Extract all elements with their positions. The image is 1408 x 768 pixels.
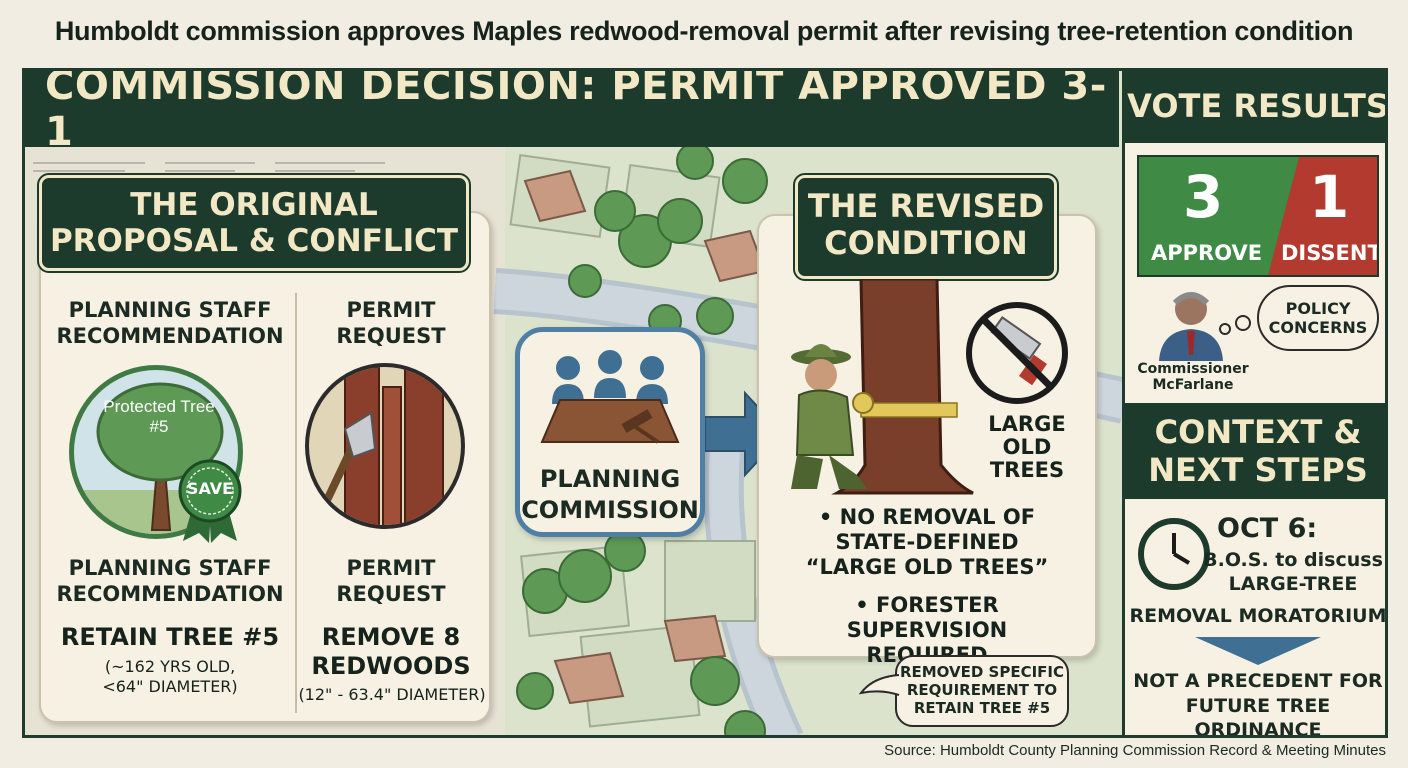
infographic-frame: COMMISSION DECISION: PERMIT APPROVED 3-1…	[22, 68, 1388, 738]
protected-tree-badge-text: Protected Tree #5	[103, 397, 215, 437]
next-step-line1: B.O.S. to discuss	[1203, 549, 1383, 571]
revised-heading-line2: CONDITION	[824, 223, 1028, 262]
commissioner-avatar-icon	[1159, 292, 1223, 361]
context-next-steps-heading: CONTEXT & NEXT STEPS	[1125, 403, 1385, 499]
staff-column-title: PLANNING STAFF RECOMMENDATION	[56, 298, 284, 349]
permit-detail: (12" - 63.4" DIAMETER)	[298, 685, 486, 704]
clock-icon	[1138, 518, 1210, 590]
next-step-line2: LARGE-TREE	[1228, 572, 1358, 595]
permit-column-title: PERMIT REQUEST	[336, 298, 446, 349]
ribbon-seal-icon	[178, 459, 242, 543]
original-heading-line1: THE ORIGINAL	[130, 187, 378, 223]
commissioner-line1: Commissioner	[1137, 361, 1249, 377]
large-old-trees-label: LARGE OLD TREES	[985, 412, 1069, 483]
large-old-trees-line2: OLD	[1002, 435, 1052, 460]
precedent-line1: NOT A PRECEDENT FOR	[1133, 670, 1383, 692]
staff-detail-line2: <64" DIAMETER)	[102, 677, 238, 696]
commission-label-line2: COMMISSION	[521, 496, 699, 525]
vote-results-heading: VOTE RESULTS	[1125, 71, 1385, 143]
thought-dots	[1219, 315, 1251, 335]
original-proposal-heading: THE ORIGINAL PROPOSAL & CONFLICT	[37, 173, 471, 273]
revised-bullet-no-removal: • NO REMOVAL OF STATE-DEFINED “LARGE OLD…	[777, 505, 1077, 581]
gavel-icon	[540, 350, 680, 444]
original-heading-line2: PROPOSAL & CONFLICT	[49, 222, 459, 259]
axe-icon	[315, 367, 444, 525]
vote-tally: 3 APPROVE 1 DISSENT	[1137, 155, 1379, 277]
retain-tree-text: RETAIN TREE #5	[60, 623, 280, 651]
dissent-label: DISSENT	[1281, 241, 1379, 265]
removed-note-line2: REQUIREMENT TO	[906, 681, 1058, 699]
remove-redwoods-text: REMOVE 8 REDWOODS	[301, 623, 481, 681]
decision-banner: COMMISSION DECISION: PERMIT APPROVED 3-1	[25, 71, 1119, 155]
commissioner-line2: McFarlane	[1152, 377, 1234, 394]
column-divider	[295, 293, 297, 713]
planning-commission-card: PLANNING COMMISSION	[515, 327, 705, 537]
redwoods-axe-illustration	[305, 363, 465, 529]
save-seal-text: SAVE	[186, 479, 234, 498]
context-heading-line2: NEXT STEPS	[1148, 451, 1368, 490]
sidebar-panel: VOTE RESULTS 3 APPROVE 1 DISSENT POLICY …	[1122, 71, 1387, 738]
dissent-count: 1	[1309, 163, 1350, 231]
approve-label: APPROVE	[1151, 241, 1263, 265]
large-old-trees-line3: TREES	[989, 458, 1065, 483]
removed-note-line1: REMOVED SPECIFIC	[899, 663, 1065, 681]
approve-block	[1139, 157, 1299, 275]
commission-label-line1: PLANNING	[539, 465, 681, 493]
source-credit: Source: Humboldt County Planning Commiss…	[884, 742, 1386, 759]
staff-caption: PLANNING STAFF RECOMMENDATION	[56, 556, 284, 607]
decision-banner-text: COMMISSION DECISION: PERMIT APPROVED 3-1	[45, 68, 1107, 155]
bullet2-line1: • FORESTER SUPERVISION	[846, 593, 1008, 643]
precedent-line2: FUTURE TREE ORDINANCE	[1185, 694, 1331, 738]
bullet1-line3: “LARGE OLD TREES”	[805, 555, 1049, 580]
large-old-trees-line1: LARGE	[988, 412, 1066, 436]
remove-redwoods-line2: REDWOODS	[311, 651, 471, 680]
next-step-line3: REMOVAL MORATORIUM	[1129, 605, 1387, 627]
bubble-tail	[859, 674, 900, 696]
down-arrow-icon	[1195, 637, 1321, 665]
removed-note-line3: RETAIN TREE #5	[913, 699, 1051, 717]
remove-redwoods-line1: REMOVE 8	[321, 623, 461, 651]
headline: Humboldt commission approves Maples redw…	[54, 16, 1354, 46]
revised-condition-heading: THE REVISED CONDITION	[793, 173, 1059, 281]
bullet1-line1: • NO REMOVAL OF	[818, 505, 1036, 529]
forester-icon	[791, 279, 974, 495]
precedent-note: NOT A PRECEDENT FOR FUTURE TREE ORDINANC…	[1125, 669, 1385, 738]
planning-commission-label: PLANNING COMMISSION	[520, 464, 700, 526]
no-saw-icon	[966, 302, 1068, 404]
approve-count: 3	[1183, 163, 1224, 231]
next-date: OCT 6:	[1217, 513, 1318, 544]
policy-concerns-thought: POLICY CONCERNS	[1257, 285, 1379, 351]
removed-requirement-bubble: REMOVED SPECIFIC REQUIREMENT TO RETAIN T…	[895, 655, 1069, 727]
next-step-detail: B.O.S. to discuss LARGE-TREE	[1135, 549, 1385, 597]
permit-caption: PERMIT REQUEST	[336, 556, 446, 607]
staff-detail-line1: (~162 YRS OLD,	[104, 657, 236, 676]
revised-heading-line1: THE REVISED	[807, 187, 1045, 225]
context-heading-line1: CONTEXT &	[1154, 413, 1362, 451]
bullet1-line2: STATE-DEFINED	[835, 530, 1019, 555]
commissioner-name: Commissioner McFarlane	[1125, 361, 1261, 393]
